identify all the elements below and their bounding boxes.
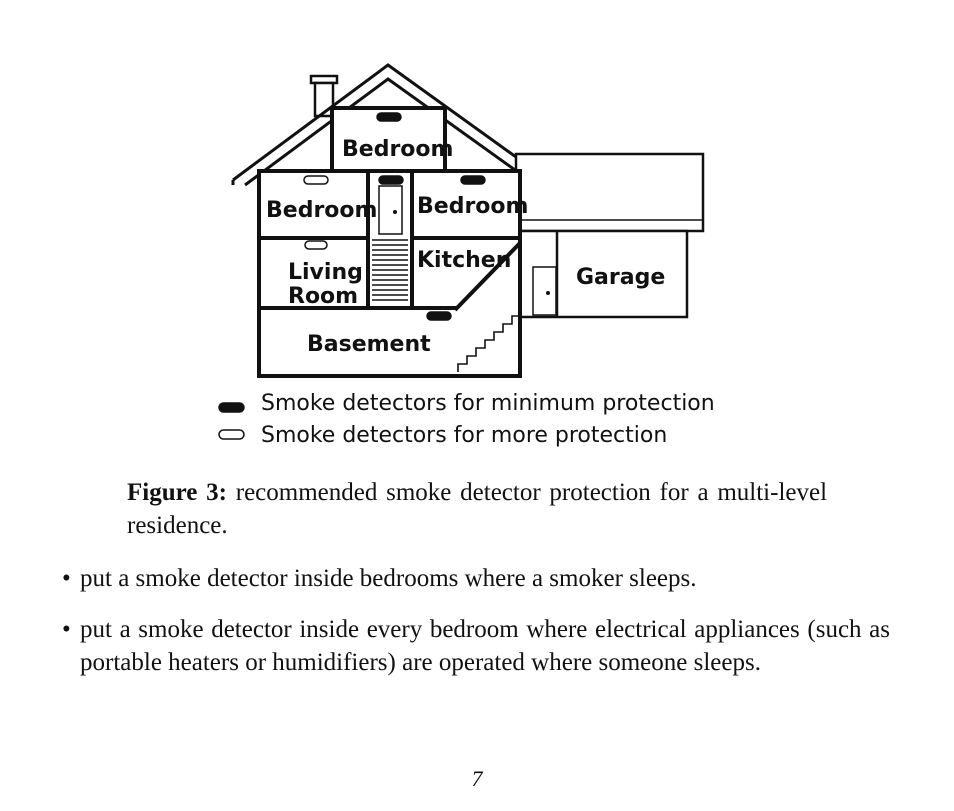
bullet-marker: • bbox=[62, 565, 71, 592]
outline-detector-icon bbox=[303, 175, 329, 250]
bullet-text: put a smoke detector inside every bedroo… bbox=[80, 616, 890, 676]
garage-door bbox=[532, 266, 557, 316]
hall-door bbox=[378, 185, 403, 235]
room-label-living-room-line2: Room bbox=[288, 284, 358, 309]
house-diagram: Bedroom Bedroom Bedroom Kitchen Living R… bbox=[218, 63, 715, 448]
figure-caption: Figure 3: recommended smoke detector pro… bbox=[127, 476, 827, 542]
bullet-text: put a smoke detector inside bedrooms whe… bbox=[80, 565, 697, 592]
stairwell bbox=[372, 239, 408, 301]
legend-label-minimum: Smoke detectors for minimum protection bbox=[261, 391, 715, 416]
bullet-marker: • bbox=[62, 616, 71, 643]
legend: Smoke detectors for minimum protection S… bbox=[218, 391, 715, 448]
room-label-bedroom-left: Bedroom bbox=[266, 198, 377, 223]
basement-stairs bbox=[457, 315, 518, 372]
filled-detector-icon bbox=[376, 112, 486, 321]
legend-label-more: Smoke detectors for more protection bbox=[261, 423, 667, 448]
room-label-living-room-line1: Living bbox=[288, 260, 363, 285]
page-number: 7 bbox=[471, 766, 483, 791]
list-item: • put a smoke detector inside bedrooms w… bbox=[62, 562, 890, 595]
figure-caption-text: recommended smoke detector protection fo… bbox=[127, 479, 828, 539]
room-label-basement: Basement bbox=[307, 332, 431, 357]
room-label-attic-bedroom: Bedroom bbox=[342, 137, 453, 162]
figure-label: Figure 3: bbox=[127, 479, 227, 506]
list-item: • put a smoke detector inside every bedr… bbox=[62, 613, 890, 679]
room-label-kitchen: Kitchen bbox=[417, 248, 511, 273]
room-label-garage: Garage bbox=[576, 265, 665, 290]
outline-detector-icon bbox=[218, 429, 245, 440]
room-label-bedroom-right: Bedroom bbox=[417, 194, 528, 219]
filled-detector-icon bbox=[218, 402, 245, 413]
